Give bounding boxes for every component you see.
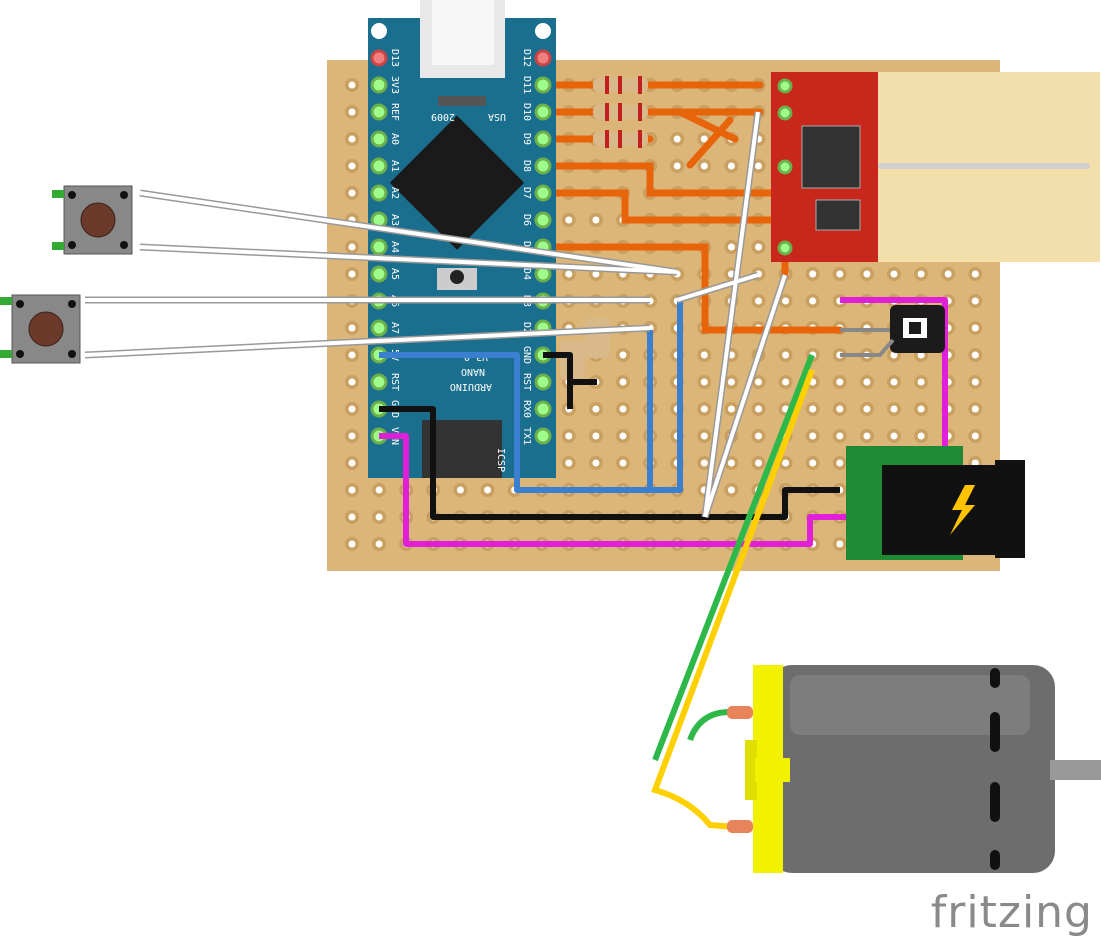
module-antenna-line [878, 163, 1090, 169]
pin-rst [534, 373, 552, 391]
pin-label: RST [389, 373, 400, 391]
dc-power-jack [846, 446, 1025, 560]
pin-label: A4 [389, 241, 400, 253]
pin-label: A3 [389, 214, 400, 226]
pin-label: RST [521, 373, 532, 391]
pin-ref [370, 103, 388, 121]
motor-driver-module [771, 72, 878, 262]
pin-label: A7 [389, 322, 400, 334]
pin-tx1 [534, 427, 552, 445]
pin-label: GND [521, 346, 532, 364]
blue-wire [379, 300, 683, 493]
pin-d8 [534, 157, 552, 175]
pin-d6 [534, 211, 552, 229]
pin-d12 [534, 49, 552, 67]
usb-country-text: USA [488, 111, 506, 122]
yellow-motor-wire [651, 368, 815, 830]
pin-label: D8 [521, 160, 532, 172]
pin-label: REF [389, 103, 400, 121]
pin-label: RX0 [521, 400, 532, 418]
pin-d7 [534, 184, 552, 202]
black-wires [379, 352, 840, 520]
dc-motor [727, 665, 1101, 873]
pin-d13 [370, 49, 388, 67]
pin-label: D7 [521, 187, 532, 199]
pin-label: A5 [389, 268, 400, 280]
pin-label: D10 [521, 103, 532, 121]
pin-a2 [370, 184, 388, 202]
usb-year-text: 2009 [431, 111, 455, 122]
pin-label: A2 [389, 187, 400, 199]
green-motor-wire [652, 353, 815, 762]
pin-rst [370, 373, 388, 391]
pin-3v3 [370, 76, 388, 94]
pin-label: D9 [521, 133, 532, 145]
board-name-1: ARDUINO [450, 381, 492, 392]
resistors [560, 76, 648, 380]
pin-label: D2 [521, 322, 532, 334]
pin-d10 [534, 103, 552, 121]
pin-label: 3V3 [389, 76, 400, 94]
pin-label: A0 [389, 133, 400, 145]
pin-label: D6 [521, 214, 532, 226]
pin-a5 [370, 265, 388, 283]
pin-d9 [534, 130, 552, 148]
pin-label: D4 [521, 268, 532, 280]
fritzing-logo: fritzing [930, 887, 1093, 938]
pin-rx0 [534, 400, 552, 418]
pin-label: D11 [521, 76, 532, 94]
pin-a1 [370, 157, 388, 175]
board-name-2: NANO [461, 366, 485, 377]
pushbutton-1[interactable] [52, 185, 133, 255]
transistor [840, 305, 945, 357]
pin-label: TX1 [521, 427, 532, 445]
pin-a7 [370, 319, 388, 337]
pin-d11 [534, 76, 552, 94]
pushbutton-2[interactable] [0, 294, 81, 364]
pin-a4 [370, 238, 388, 256]
pin-label: D13 [389, 49, 400, 67]
pin-label: A1 [389, 160, 400, 172]
arduino-nano: 2009 USA V3.0 NANO ARDUINO ICSP D133V3RE… [368, 0, 556, 478]
pin-a0 [370, 130, 388, 148]
icsp-label: ICSP [495, 448, 506, 472]
pin-label: D12 [521, 49, 532, 67]
